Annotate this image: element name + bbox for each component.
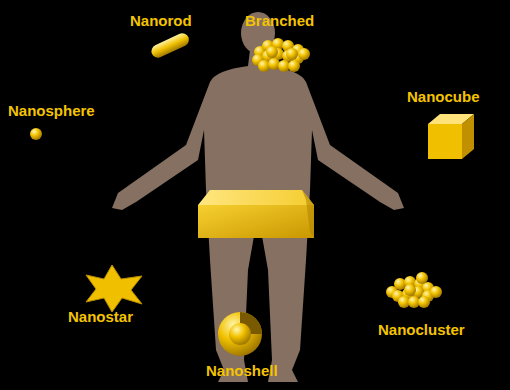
gold-particle (430, 286, 442, 298)
gold-particle (404, 284, 416, 296)
shape-label: Nanosphere (8, 102, 95, 120)
nanoshell-shape (218, 312, 262, 356)
nanocube-shape (428, 114, 474, 159)
gold-particle (298, 48, 310, 60)
gold-particle (258, 60, 270, 72)
nanostar-shape (86, 265, 142, 312)
shape-label: Nanoshell (206, 362, 278, 380)
branched-cluster (252, 38, 310, 72)
nanosphere-shape (30, 128, 42, 140)
shape-label: Nanocluster (378, 321, 465, 339)
nanocluster-shape (386, 272, 442, 308)
gold-particle (266, 46, 278, 58)
gold-bar (198, 190, 314, 238)
gold-particle (268, 58, 280, 70)
shape-label: Nanorod (130, 12, 192, 30)
shape-label: Branched (245, 12, 314, 30)
gold-particle (416, 272, 428, 284)
shape-label: Nanostar (68, 308, 133, 326)
human-silhouette (112, 12, 404, 382)
nanorod-shape (149, 31, 191, 60)
gold-particle (286, 48, 298, 60)
gold-particle (288, 60, 300, 72)
gold-particle (418, 296, 430, 308)
shape-label: Nanocube (407, 88, 480, 106)
gold-particle (394, 278, 406, 290)
